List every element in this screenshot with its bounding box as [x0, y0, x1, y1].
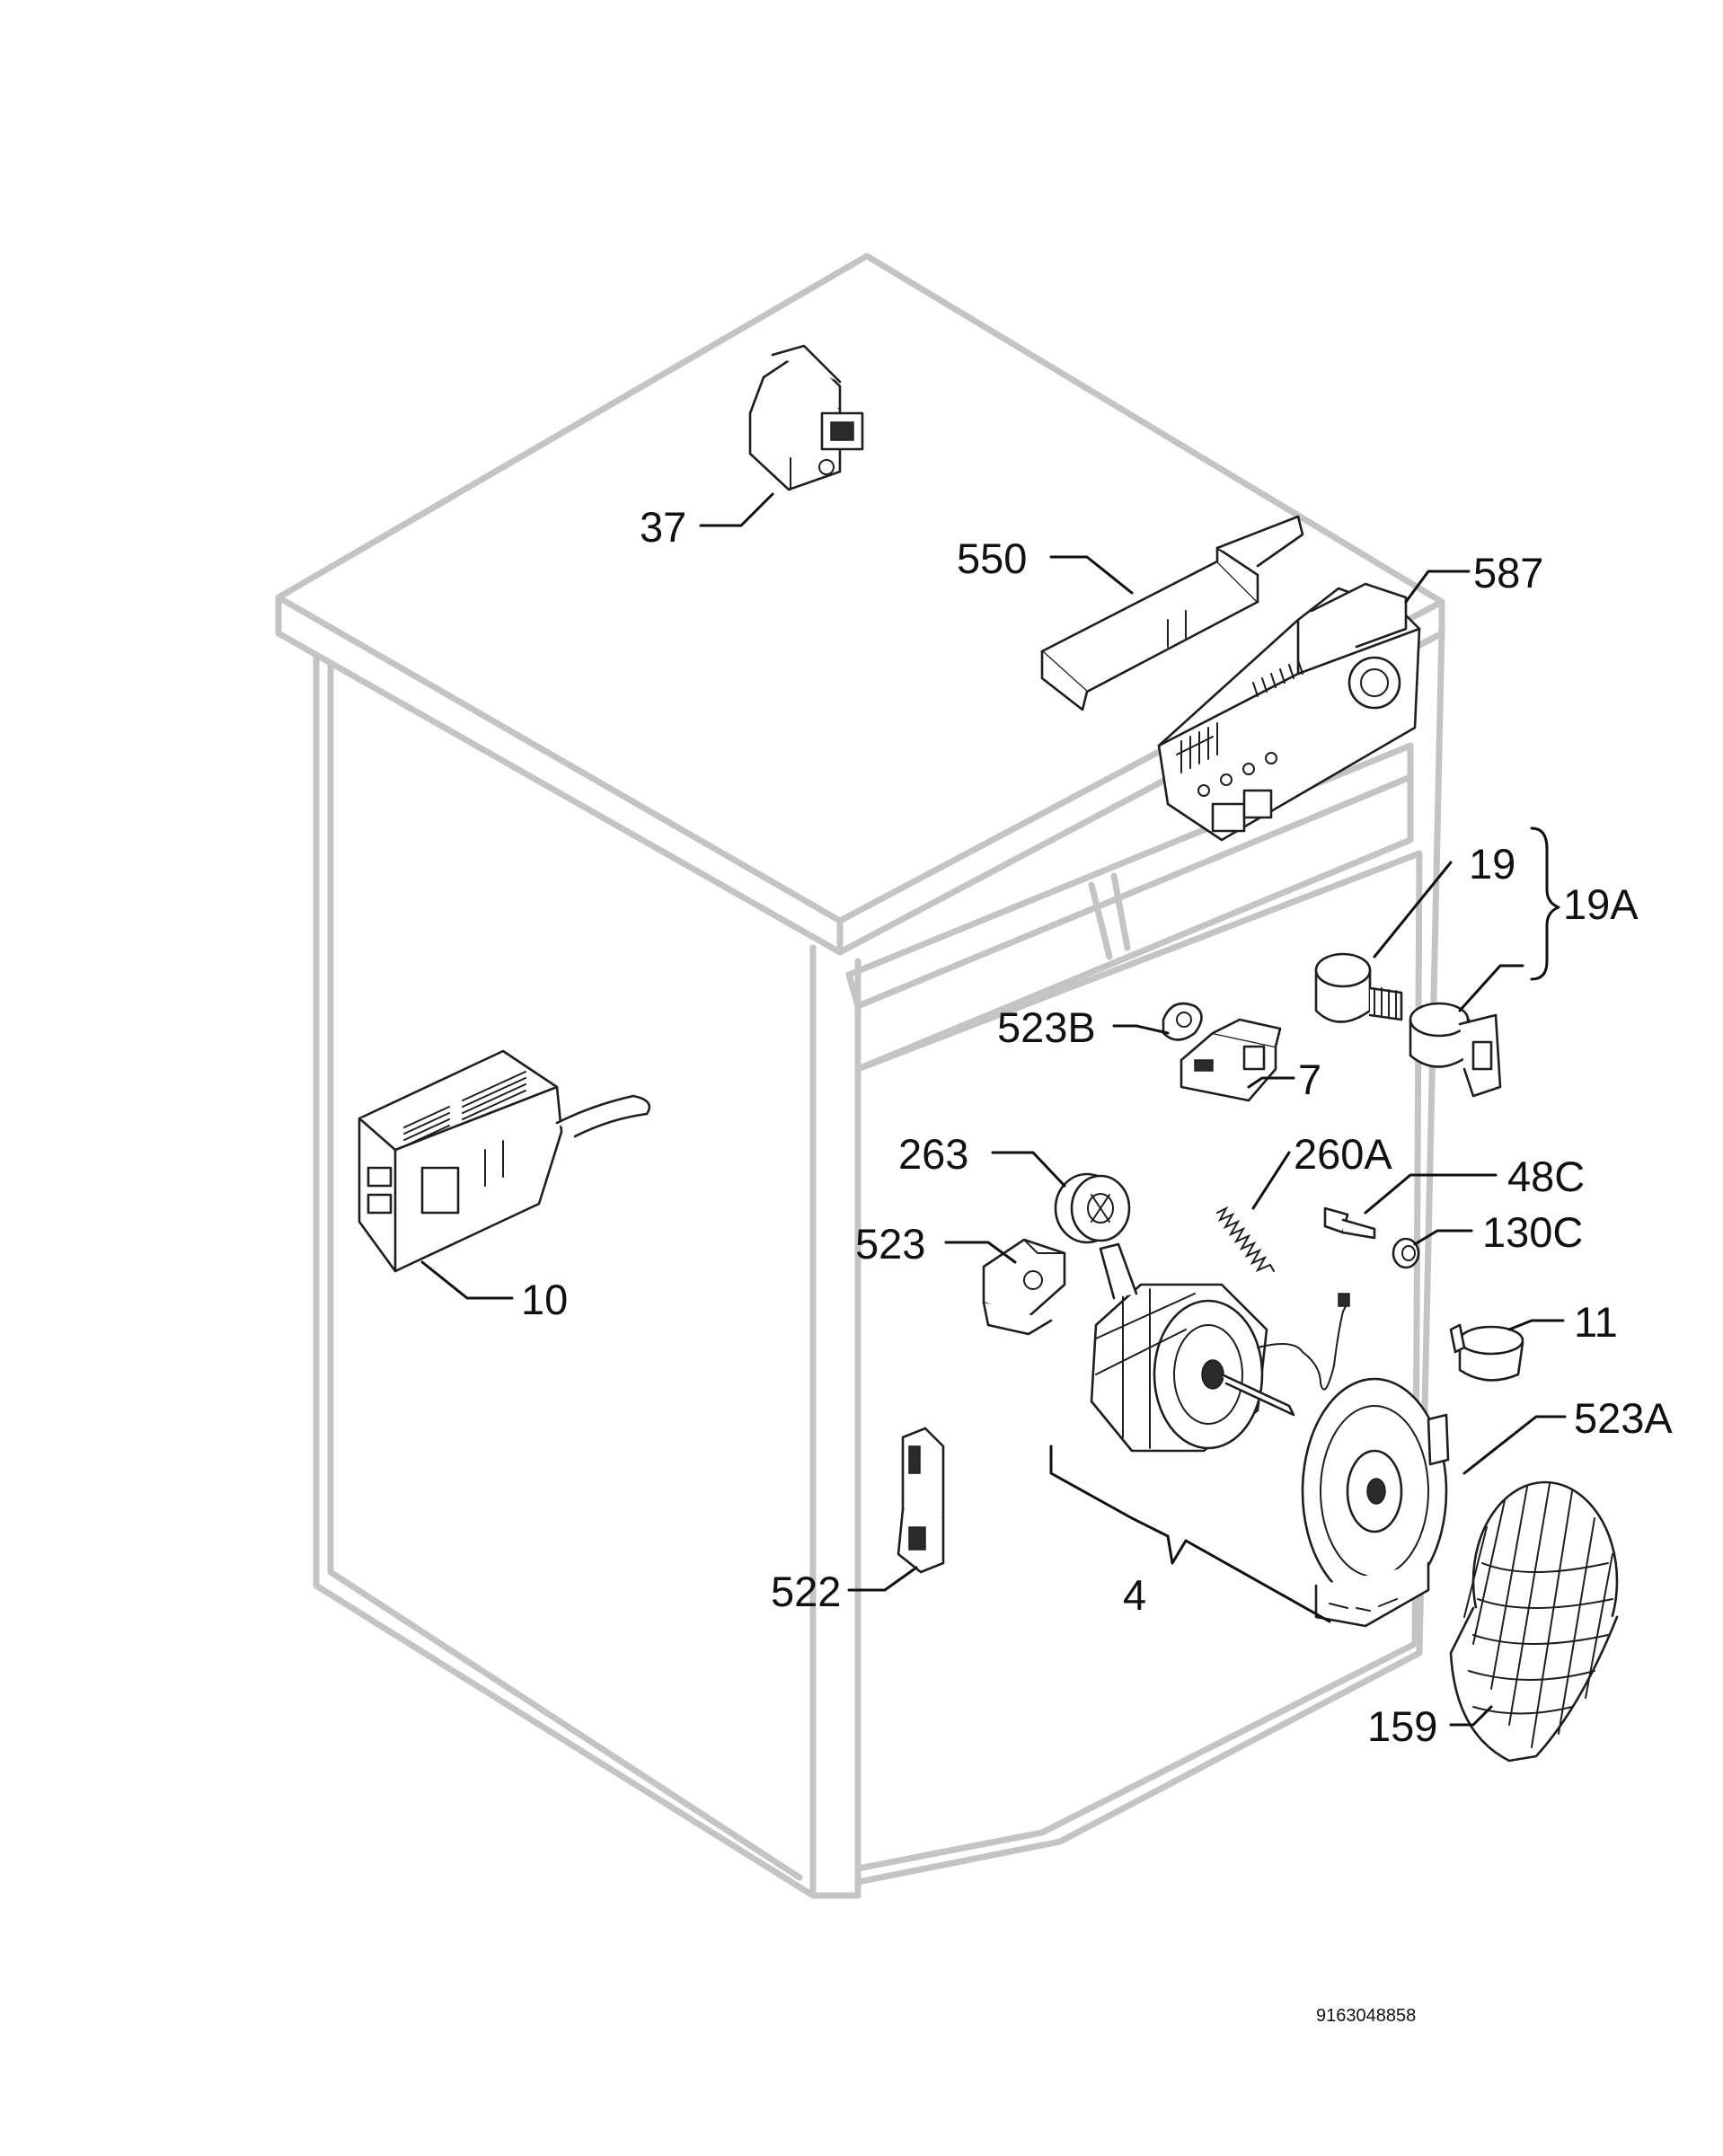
cabinet-left-side-inner [327, 661, 803, 1881]
part-550-channel [1040, 515, 1304, 711]
label-522: 522 [771, 1568, 841, 1615]
leader-19a [1458, 964, 1524, 1012]
leader-260a [1251, 1151, 1291, 1210]
label-523: 523 [855, 1220, 925, 1268]
bracket-19a [1530, 826, 1560, 981]
part-19a-holder [1409, 1002, 1502, 1098]
leader-37 [699, 492, 774, 527]
part-4-motor [1090, 1242, 1350, 1453]
part-130c-nut [1392, 1237, 1420, 1269]
part-263-pulley [1054, 1172, 1131, 1244]
label-7: 7 [1298, 1056, 1321, 1103]
label-159: 159 [1367, 1702, 1437, 1750]
leader-523a [1462, 1415, 1567, 1475]
part-159-fan-wheel [1449, 1480, 1619, 1763]
bracket-4 [1049, 1445, 1331, 1623]
leader-10 [420, 1260, 514, 1300]
part-19-filter [1314, 952, 1403, 1023]
part-587-control-module [1157, 582, 1421, 842]
fan-blades [1463, 1483, 1613, 1748]
cabinet-outline [275, 252, 1445, 1899]
leader-550 [1049, 555, 1134, 595]
part-48c-screw [1323, 1206, 1376, 1240]
label-10: 10 [521, 1276, 568, 1323]
leader-523b [1112, 1024, 1170, 1035]
leader-522 [847, 1566, 918, 1592]
label-260a: 260A [1294, 1130, 1392, 1178]
leader-130c [1413, 1229, 1473, 1246]
label-19a: 19A [1563, 880, 1639, 928]
control-panel-recess [845, 742, 1414, 1073]
part-labels: 37 550 587 19 19A 523B 7 10 263 260A 48C… [521, 503, 1673, 1750]
leader-11 [1507, 1319, 1565, 1331]
label-19: 19 [1469, 840, 1515, 888]
heating-coils [403, 1071, 526, 1147]
leader-159 [1449, 1705, 1493, 1727]
leader-587 [1404, 570, 1471, 604]
label-4: 4 [1123, 1571, 1146, 1619]
part-523-bracket [982, 1238, 1066, 1336]
label-550: 550 [957, 535, 1027, 582]
leader-lines [420, 492, 1567, 1727]
leader-7 [1247, 1076, 1295, 1089]
label-523a: 523A [1574, 1394, 1673, 1442]
label-37: 37 [640, 503, 686, 551]
leader-19 [1373, 861, 1453, 959]
part-37-door-switch [748, 344, 864, 491]
drawing-number: 9163048858 [1316, 2006, 1416, 2026]
part-11-capacitor [1449, 1323, 1524, 1382]
label-130c: 130C [1482, 1208, 1583, 1256]
front-lower-panel [854, 850, 1423, 1872]
label-263: 263 [898, 1130, 968, 1178]
leader-48c [1364, 1173, 1498, 1215]
part-260a-spring [1216, 1206, 1275, 1273]
leader-263 [991, 1151, 1066, 1188]
label-587: 587 [1473, 549, 1543, 596]
part-10-heating-element [358, 1049, 651, 1273]
label-48c: 48C [1507, 1153, 1585, 1200]
part-523b-clip [1162, 1002, 1203, 1041]
control-panel-divider [1088, 872, 1131, 960]
cabinet-top [275, 252, 1445, 956]
part-7-switch [1180, 1018, 1282, 1102]
pcb-connector-rows [1176, 659, 1303, 773]
part-523a-fan-cover [1301, 1377, 1450, 1628]
label-11: 11 [1574, 1298, 1618, 1346]
label-523b: 523B [997, 1003, 1096, 1051]
part-522-component [897, 1427, 945, 1574]
leader-523 [944, 1241, 1017, 1264]
